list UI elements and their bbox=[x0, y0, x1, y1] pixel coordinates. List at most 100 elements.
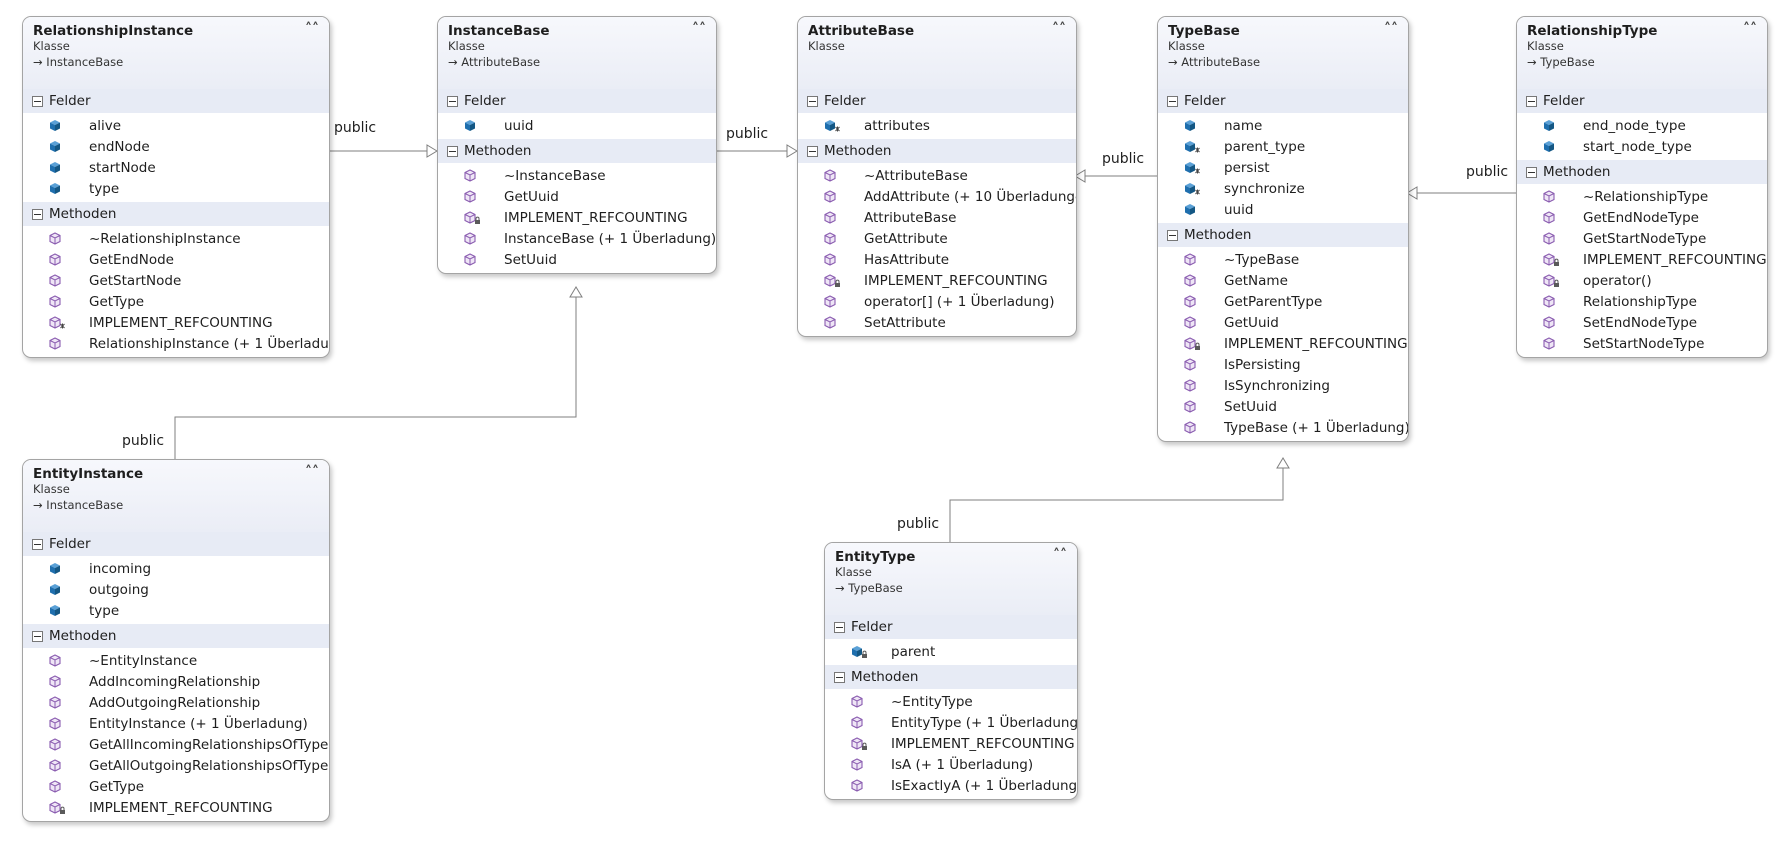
member-item[interactable]: GetUuid bbox=[438, 186, 716, 207]
member-item[interactable]: AttributeBase bbox=[798, 207, 1076, 228]
member-item[interactable]: IMPLEMENT_REFCOUNTING bbox=[438, 207, 716, 228]
member-item[interactable]: GetAttribute bbox=[798, 228, 1076, 249]
member-item[interactable]: EntityType (+ 1 Überladung) bbox=[825, 712, 1077, 733]
member-item[interactable]: alive bbox=[23, 115, 329, 136]
member-item[interactable]: GetParentType bbox=[1158, 291, 1408, 312]
member-item[interactable]: AddAttribute (+ 10 Überladungen) bbox=[798, 186, 1076, 207]
member-item[interactable]: IsPersisting bbox=[1158, 354, 1408, 375]
member-item[interactable]: synchronize bbox=[1158, 178, 1408, 199]
member-item[interactable]: IsExactlyA (+ 1 Überladung) bbox=[825, 775, 1077, 796]
member-item[interactable]: IMPLEMENT_REFCOUNTING bbox=[825, 733, 1077, 754]
section-header-felder[interactable]: Felder bbox=[438, 89, 716, 113]
member-item[interactable]: IMPLEMENT_REFCOUNTING bbox=[1517, 249, 1767, 270]
section-header-felder[interactable]: Felder bbox=[798, 89, 1076, 113]
section-header-methoden[interactable]: Methoden bbox=[1517, 160, 1767, 184]
collapse-minus-icon[interactable] bbox=[32, 95, 43, 107]
member-item[interactable]: name bbox=[1158, 115, 1408, 136]
member-item[interactable]: GetAllIncomingRelationshipsOfType bbox=[23, 734, 329, 755]
member-item[interactable]: IMPLEMENT_REFCOUNTING bbox=[23, 312, 329, 333]
member-item[interactable]: GetStartNode bbox=[23, 270, 329, 291]
member-item[interactable]: SetEndNodeType bbox=[1517, 312, 1767, 333]
member-item[interactable]: type bbox=[23, 178, 329, 199]
collapse-chevron-icon[interactable]: ˄˄ bbox=[1743, 21, 1757, 37]
section-header-felder[interactable]: Felder bbox=[825, 615, 1077, 639]
member-item[interactable]: operator[] (+ 1 Überladung) bbox=[798, 291, 1076, 312]
member-item[interactable]: ~RelationshipType bbox=[1517, 186, 1767, 207]
member-item[interactable]: GetName bbox=[1158, 270, 1408, 291]
section-header-felder[interactable]: Felder bbox=[1158, 89, 1408, 113]
member-item[interactable]: SetAttribute bbox=[798, 312, 1076, 333]
collapse-chevron-icon[interactable]: ˄˄ bbox=[692, 21, 706, 37]
collapse-minus-icon[interactable] bbox=[447, 145, 458, 157]
member-item[interactable]: SetUuid bbox=[438, 249, 716, 270]
section-header-methoden[interactable]: Methoden bbox=[1158, 223, 1408, 247]
member-item[interactable]: startNode bbox=[23, 157, 329, 178]
member-item[interactable]: persist bbox=[1158, 157, 1408, 178]
member-item[interactable]: IsA (+ 1 Überladung) bbox=[825, 754, 1077, 775]
section-header-methoden[interactable]: Methoden bbox=[825, 665, 1077, 689]
collapse-chevron-icon[interactable]: ˄˄ bbox=[305, 464, 319, 480]
member-item[interactable]: IMPLEMENT_REFCOUNTING bbox=[1158, 333, 1408, 354]
collapse-chevron-icon[interactable]: ˄˄ bbox=[1052, 21, 1066, 37]
collapse-minus-icon[interactable] bbox=[807, 145, 818, 157]
member-item[interactable]: parent_type bbox=[1158, 136, 1408, 157]
member-item[interactable]: endNode bbox=[23, 136, 329, 157]
member-item[interactable]: incoming bbox=[23, 558, 329, 579]
member-item[interactable]: end_node_type bbox=[1517, 115, 1767, 136]
collapse-chevron-icon[interactable]: ˄˄ bbox=[1384, 21, 1398, 37]
member-item[interactable]: AddOutgoingRelationship bbox=[23, 692, 329, 713]
member-item[interactable]: GetType bbox=[23, 291, 329, 312]
member-item[interactable]: uuid bbox=[438, 115, 716, 136]
member-item[interactable]: SetUuid bbox=[1158, 396, 1408, 417]
member-item[interactable]: AddIncomingRelationship bbox=[23, 671, 329, 692]
member-item[interactable]: TypeBase (+ 1 Überladung) bbox=[1158, 417, 1408, 438]
collapse-minus-icon[interactable] bbox=[32, 538, 43, 550]
member-item[interactable]: type bbox=[23, 600, 329, 621]
member-item[interactable]: GetAllOutgoingRelationshipsOfType bbox=[23, 755, 329, 776]
collapse-chevron-icon[interactable]: ˄˄ bbox=[1053, 547, 1067, 563]
collapse-minus-icon[interactable] bbox=[32, 630, 43, 642]
member-item[interactable]: EntityInstance (+ 1 Überladung) bbox=[23, 713, 329, 734]
section-header-felder[interactable]: Felder bbox=[23, 89, 329, 113]
collapse-minus-icon[interactable] bbox=[834, 671, 845, 683]
member-item[interactable]: ~EntityType bbox=[825, 691, 1077, 712]
member-item[interactable]: GetStartNodeType bbox=[1517, 228, 1767, 249]
collapse-minus-icon[interactable] bbox=[834, 621, 845, 633]
member-item[interactable]: ~RelationshipInstance bbox=[23, 228, 329, 249]
member-item[interactable]: ~EntityInstance bbox=[23, 650, 329, 671]
collapse-minus-icon[interactable] bbox=[1167, 229, 1178, 241]
collapse-minus-icon[interactable] bbox=[1526, 95, 1537, 107]
member-item[interactable]: SetStartNodeType bbox=[1517, 333, 1767, 354]
collapse-minus-icon[interactable] bbox=[807, 95, 818, 107]
member-item[interactable]: ~AttributeBase bbox=[798, 165, 1076, 186]
member-item[interactable]: GetEndNodeType bbox=[1517, 207, 1767, 228]
section-header-methoden[interactable]: Methoden bbox=[23, 202, 329, 226]
member-item[interactable]: IMPLEMENT_REFCOUNTING bbox=[798, 270, 1076, 291]
collapse-minus-icon[interactable] bbox=[1526, 166, 1537, 178]
member-item[interactable]: start_node_type bbox=[1517, 136, 1767, 157]
member-item[interactable]: GetUuid bbox=[1158, 312, 1408, 333]
member-item[interactable]: ~InstanceBase bbox=[438, 165, 716, 186]
collapse-minus-icon[interactable] bbox=[1167, 95, 1178, 107]
member-item[interactable]: RelationshipInstance (+ 1 Überladung) bbox=[23, 333, 329, 354]
section-header-methoden[interactable]: Methoden bbox=[23, 624, 329, 648]
section-header-methoden[interactable]: Methoden bbox=[438, 139, 716, 163]
member-item[interactable]: RelationshipType bbox=[1517, 291, 1767, 312]
member-item[interactable]: outgoing bbox=[23, 579, 329, 600]
collapse-minus-icon[interactable] bbox=[447, 95, 458, 107]
member-item[interactable]: ~TypeBase bbox=[1158, 249, 1408, 270]
